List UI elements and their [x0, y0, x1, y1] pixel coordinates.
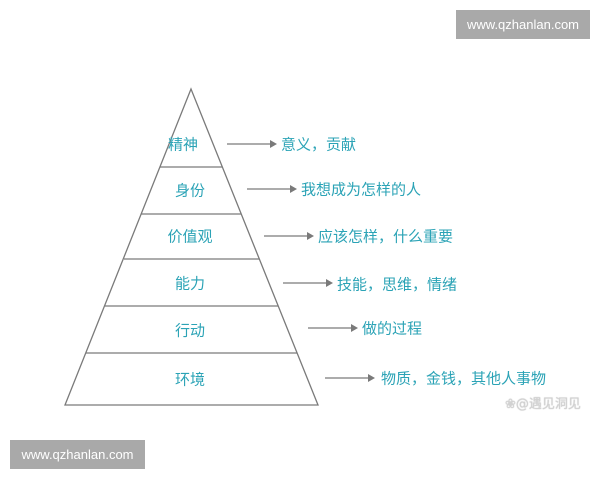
level-label-ability: 能力: [174, 274, 206, 293]
arrow-icon: [308, 324, 358, 332]
arrow-icon: [283, 279, 333, 287]
level-description-identity: 我想成为怎样的人: [301, 180, 422, 199]
watermark-bottom: www.qzhanlan.com: [10, 440, 145, 469]
level-label-spirit: 精神: [167, 135, 199, 154]
level-description-ability: 技能，思维，情绪: [337, 275, 458, 294]
author-credit-watermark: ❀@遇见洞见: [505, 397, 581, 412]
watermark-top: www.qzhanlan.com: [456, 10, 590, 39]
level-label-environment: 环境: [174, 370, 206, 389]
level-label-identity: 身份: [174, 181, 206, 200]
level-description-environment: 物质，金钱，其他人事物: [381, 369, 547, 388]
level-label-action: 行动: [174, 321, 206, 340]
arrow-icon: [325, 374, 375, 382]
level-description-spirit: 意义，贡献: [281, 135, 357, 154]
arrow-icon: [264, 232, 314, 240]
level-description-values: 应该怎样，什么重要: [318, 227, 454, 246]
arrow-icon: [227, 140, 277, 148]
pyramid-outline: [64, 87, 319, 406]
level-description-action: 做的过程: [362, 319, 423, 338]
level-label-values: 价值观: [167, 227, 213, 246]
arrow-icon: [247, 185, 297, 193]
